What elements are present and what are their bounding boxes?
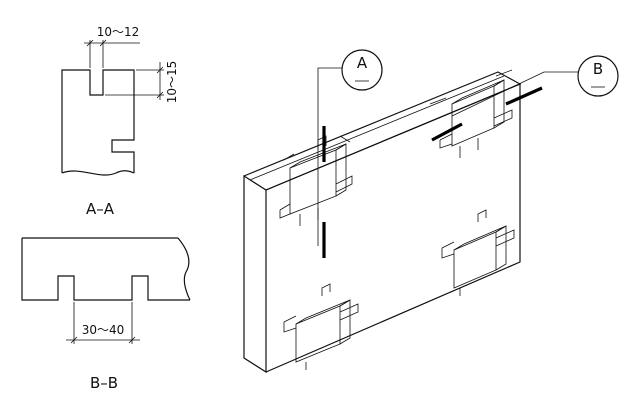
connector-lower-right [441,209,515,296]
leader-b [451,71,578,117]
section-aa: 10～12 10～15 A–A [61,25,179,218]
slot-depth-label: 10～15 [165,61,179,104]
cut-line-b-right [505,86,543,106]
section-aa-profile [61,69,135,173]
spacing-label: 30～40 [82,323,125,337]
connector-lower-left [283,283,359,370]
section-bb-title: B–B [90,374,118,392]
section-bb-profile [21,238,190,301]
slot-depth-dimension: 10～15 [105,61,179,104]
callout-b: B [577,55,619,97]
section-aa-break-line [61,170,135,176]
panel-side-face [265,83,521,373]
callout-a: A [341,49,383,91]
panel-top-face [243,71,522,191]
isometric-panel: A B [243,49,619,374]
panel-front-face [243,174,267,374]
spacing-dimension: 30～40 [66,302,140,344]
leader-a [317,67,342,246]
connector-upper-right [429,69,513,158]
section-bb: 30～40 B–B [21,237,191,392]
cut-line-b-left [431,122,463,142]
slot-width-label: 10～12 [97,25,140,39]
callout-b-letter: B [593,60,603,78]
slot-width-dimension: 10～12 [84,25,140,68]
connector-upper-left [279,135,353,226]
section-aa-title: A–A [86,200,115,218]
section-bb-break-line [177,237,191,301]
callout-a-letter: A [357,54,368,72]
panel-top-inner-edge [249,75,505,181]
